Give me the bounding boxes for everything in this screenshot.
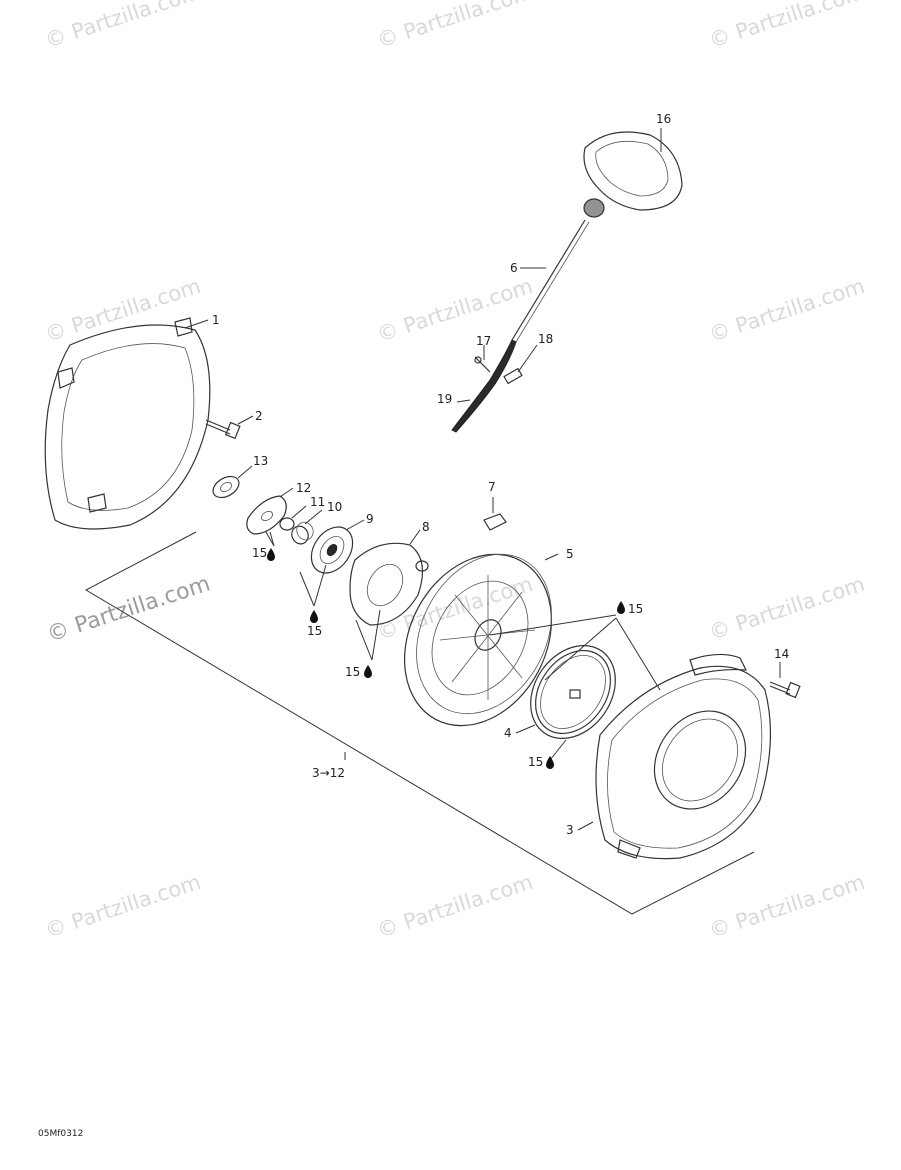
callout-15: 15 (345, 665, 360, 679)
callout-16: 16 (656, 112, 671, 126)
watermark-text: © Partzilla.com (706, 572, 868, 645)
part-6-rope (511, 219, 586, 341)
part-19-rope-section (451, 339, 517, 433)
callout-17: 17 (476, 334, 491, 348)
part-2-bolt (205, 419, 241, 440)
watermark-text: © Partzilla.com (706, 0, 868, 53)
callout-15: 15 (252, 546, 267, 560)
callout-15: 15 (528, 755, 543, 769)
callout-4: 4 (504, 726, 512, 740)
grease-drop-icon (617, 601, 625, 614)
watermarks: © Partzilla.com © Partzilla.com © Partzi… (42, 0, 868, 943)
callout-9: 9 (366, 512, 374, 526)
callout-15: 15 (628, 602, 643, 616)
grease-drop-icons (267, 548, 625, 769)
watermark-text: © Partzilla.com (706, 274, 868, 347)
part-6-rope-edge (515, 221, 590, 343)
callout-2: 2 (255, 409, 263, 423)
watermark-text: © Partzilla.com (374, 274, 536, 347)
part-1-cover-ring (44, 317, 211, 530)
callout-3: 3 (566, 823, 574, 837)
callout-8: 8 (422, 520, 430, 534)
part-10-bushing (291, 521, 314, 545)
watermark-text: © Partzilla.com (42, 870, 204, 943)
callout-11: 11 (310, 495, 325, 509)
watermark-text: © Partzilla.com (374, 0, 536, 53)
part-9-spring-cup (310, 526, 354, 574)
callout-6: 6 (510, 261, 518, 275)
part-3-starter-housing (595, 653, 772, 860)
part-11-washer (279, 517, 295, 531)
grease-drop-icon (364, 665, 372, 678)
callout-15: 15 (307, 624, 322, 638)
part-8-pawl-plate (349, 542, 429, 626)
watermark-text-prominent: © Partzilla.com (44, 571, 213, 647)
grease-drop-icon (310, 610, 318, 623)
leader-lines (184, 128, 781, 831)
part-16-handle (583, 131, 683, 218)
callout-5: 5 (566, 547, 574, 561)
callout-19: 19 (437, 392, 452, 406)
callout-14: 14 (774, 647, 789, 661)
callout-assembly: 3→12 (312, 766, 345, 780)
watermark-text: © Partzilla.com (374, 572, 536, 645)
part-7-pawl (483, 513, 507, 531)
part-12-plate (246, 495, 287, 535)
callout-18: 18 (538, 332, 553, 346)
grease-drop-icon (267, 548, 275, 561)
assembly-bracket (84, 531, 755, 915)
callout-labels: 1 2 13 12 11 10 9 8 7 5 6 16 17 18 19 4 … (212, 112, 789, 837)
watermark-text: © Partzilla.com (374, 870, 536, 943)
callout-7: 7 (488, 480, 496, 494)
callout-12: 12 (296, 481, 311, 495)
watermark-text: © Partzilla.com (706, 870, 868, 943)
callout-10: 10 (327, 500, 342, 514)
drawing-code: 05Mf0312 (38, 1129, 83, 1139)
callout-1: 1 (212, 313, 220, 327)
grease-drop-icon (546, 756, 554, 769)
watermark-text: © Partzilla.com (42, 0, 204, 53)
part-5-rope-pulley (403, 553, 553, 727)
callout-13: 13 (253, 454, 268, 468)
part-13-washer (212, 475, 240, 499)
part-18-rope-clip (503, 367, 523, 385)
part-14-bolt (769, 681, 801, 699)
part-17-pin (474, 356, 491, 373)
